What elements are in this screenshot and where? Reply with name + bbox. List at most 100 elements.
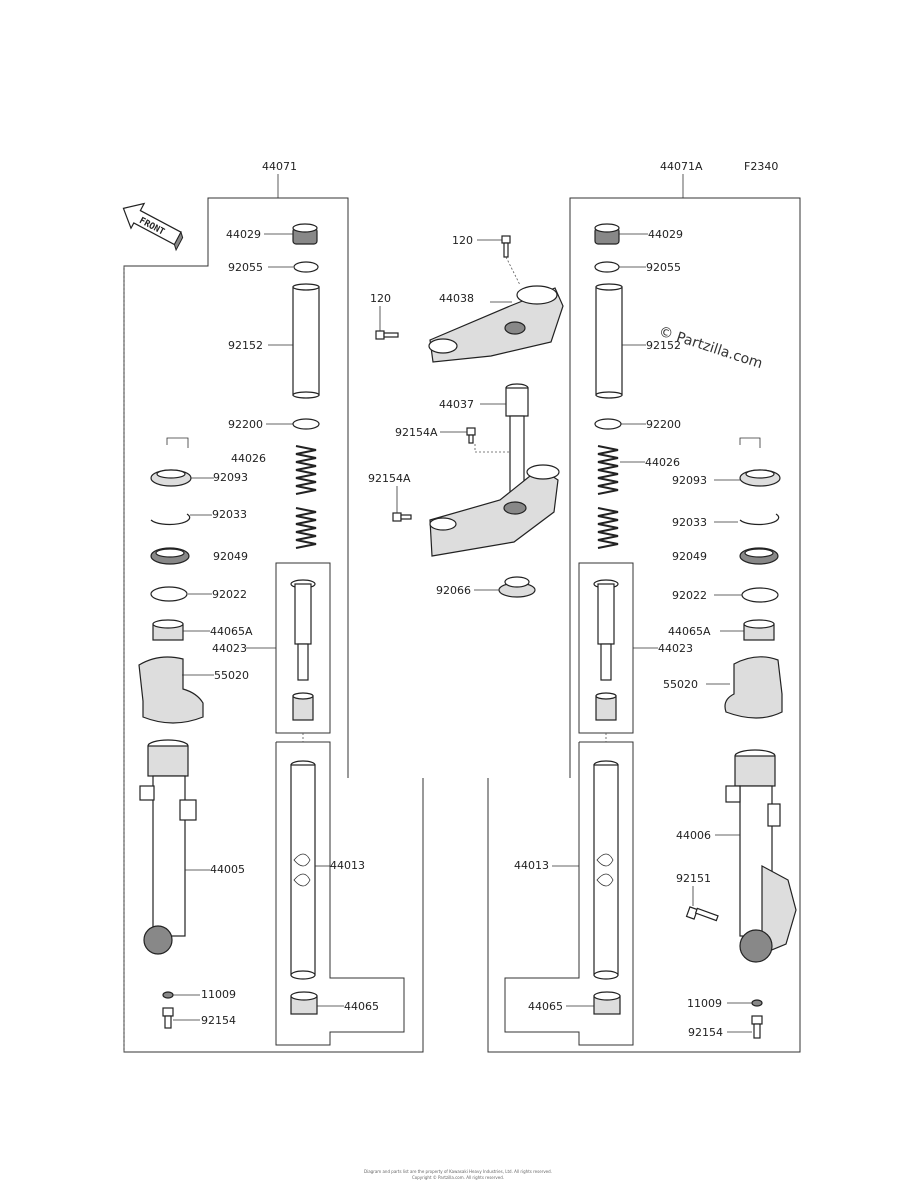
- part-bolt-120-top: [501, 235, 511, 258]
- part-washer-left: [292, 418, 320, 430]
- label-44006-right: 44006: [676, 829, 711, 842]
- part-bolt-left: [162, 1007, 174, 1029]
- part-lower-bracket: [429, 464, 560, 557]
- part-spring-left: [295, 445, 317, 549]
- assembly-label-right: 44071A: [660, 160, 703, 173]
- label-44037: 44037: [439, 398, 474, 411]
- label-92022-left: 92022: [212, 588, 247, 601]
- label-44065-left: 44065: [344, 1000, 379, 1013]
- part-o-ring-left: [293, 261, 319, 273]
- label-44005-left: 44005: [210, 863, 245, 876]
- label-44023-left: 44023: [212, 642, 247, 655]
- label-92200-left: 92200: [228, 418, 263, 431]
- label-92033-right: 92033: [672, 516, 707, 529]
- seal-bracket-left: [166, 437, 189, 448]
- left-tube-box: [275, 741, 405, 1046]
- part-bearing-seal: [498, 576, 536, 598]
- part-inner-tube-left: [290, 760, 316, 980]
- part-bushing-44065A-left: [152, 619, 184, 641]
- label-92154A-a: 92154A: [395, 426, 438, 439]
- label-92154-left: 92154: [201, 1014, 236, 1027]
- label-92033-left: 92033: [212, 508, 247, 521]
- part-washer-right: [594, 418, 622, 430]
- part-bushing-44065-left: [290, 991, 318, 1015]
- part-o-ring-right: [594, 261, 620, 273]
- label-92152-left: 92152: [228, 339, 263, 352]
- part-gasket-right: [751, 999, 763, 1007]
- part-washer-92022-right: [741, 587, 779, 603]
- label-92055-left: 92055: [228, 261, 263, 274]
- part-bushing-44065-right: [593, 991, 621, 1015]
- part-spacer-right: [595, 283, 623, 399]
- label-44065A-right: 44065A: [668, 625, 711, 638]
- front-arrow-icon: FRONT: [122, 202, 184, 252]
- part-cartridge-left: [290, 579, 316, 721]
- label-44038: 44038: [439, 292, 474, 305]
- label-55020-left: 55020: [214, 669, 249, 682]
- part-outer-tube-left: [139, 739, 197, 955]
- label-92152-right: 92152: [646, 339, 681, 352]
- dash-92154A-a: [474, 444, 510, 453]
- footer-line-1: Diagram and parts list are the property …: [364, 1169, 552, 1174]
- part-fork-cap-right: [594, 223, 620, 245]
- label-44029-right: 44029: [648, 228, 683, 241]
- left-assembly-frame: [123, 197, 424, 1053]
- diagram-code: F2340: [744, 160, 778, 173]
- part-clip-left: [150, 513, 191, 526]
- part-clip-right: [739, 513, 780, 526]
- label-44013-right: 44013: [514, 859, 549, 872]
- label-92154-right: 92154: [688, 1026, 723, 1039]
- part-spring-right: [597, 445, 619, 549]
- label-11009-left: 11009: [201, 988, 236, 1001]
- label-44029-left: 44029: [226, 228, 261, 241]
- right-tube-box: [504, 741, 634, 1046]
- label-44026-left: 44026: [231, 452, 266, 465]
- assembly-label-left: 44071: [262, 160, 297, 173]
- label-92093-left: 92093: [213, 471, 248, 484]
- seal-bracket-right: [739, 437, 761, 448]
- label-44065-right: 44065: [528, 1000, 563, 1013]
- part-bolt-120-side: [375, 330, 399, 340]
- label-44023-right: 44023: [658, 642, 693, 655]
- part-gasket-left: [162, 991, 174, 999]
- part-guard-right: [724, 656, 783, 719]
- part-washer-92022-left: [150, 586, 188, 602]
- label-92022-right: 92022: [672, 589, 707, 602]
- part-oil-seal-left: [150, 547, 190, 565]
- part-bolt-right: [751, 1015, 763, 1039]
- label-92066: 92066: [436, 584, 471, 597]
- part-upper-bracket: [428, 285, 564, 363]
- part-bolt-92151-right: [685, 906, 719, 922]
- label-120-top: 120: [452, 234, 473, 247]
- label-92200-right: 92200: [646, 418, 681, 431]
- part-dust-seal-left: [150, 469, 192, 487]
- label-92055-right: 92055: [646, 261, 681, 274]
- label-92049-left: 92049: [213, 550, 248, 563]
- part-dust-seal-right: [739, 469, 781, 487]
- label-55020-right: 55020: [663, 678, 698, 691]
- label-44013-left: 44013: [330, 859, 365, 872]
- part-steering-stem: [505, 383, 529, 503]
- part-bushing-44065A-right: [743, 619, 775, 641]
- label-120-side: 120: [370, 292, 391, 305]
- label-44065A-left: 44065A: [210, 625, 253, 638]
- part-bolt-92154A-b: [392, 512, 412, 522]
- label-44026-right: 44026: [645, 456, 680, 469]
- label-92151-right: 92151: [676, 872, 711, 885]
- label-92093-right: 92093: [672, 474, 707, 487]
- label-11009-right: 11009: [687, 997, 722, 1010]
- part-fork-cap-left: [292, 223, 318, 245]
- part-spacer-left: [292, 283, 320, 399]
- right-assembly-frame: [487, 197, 801, 1053]
- part-bolt-92154A-a: [466, 427, 476, 444]
- part-outer-tube-right: [725, 749, 797, 963]
- part-guard-left: [138, 656, 204, 724]
- part-cartridge-right: [593, 579, 619, 721]
- part-oil-seal-right: [739, 547, 779, 565]
- label-92154A-b: 92154A: [368, 472, 411, 485]
- footer-line-2: Copyright © Partzilla.com. All rights re…: [412, 1175, 504, 1180]
- dash-120-top: [505, 256, 521, 286]
- part-inner-tube-right: [593, 760, 619, 980]
- label-92049-right: 92049: [672, 550, 707, 563]
